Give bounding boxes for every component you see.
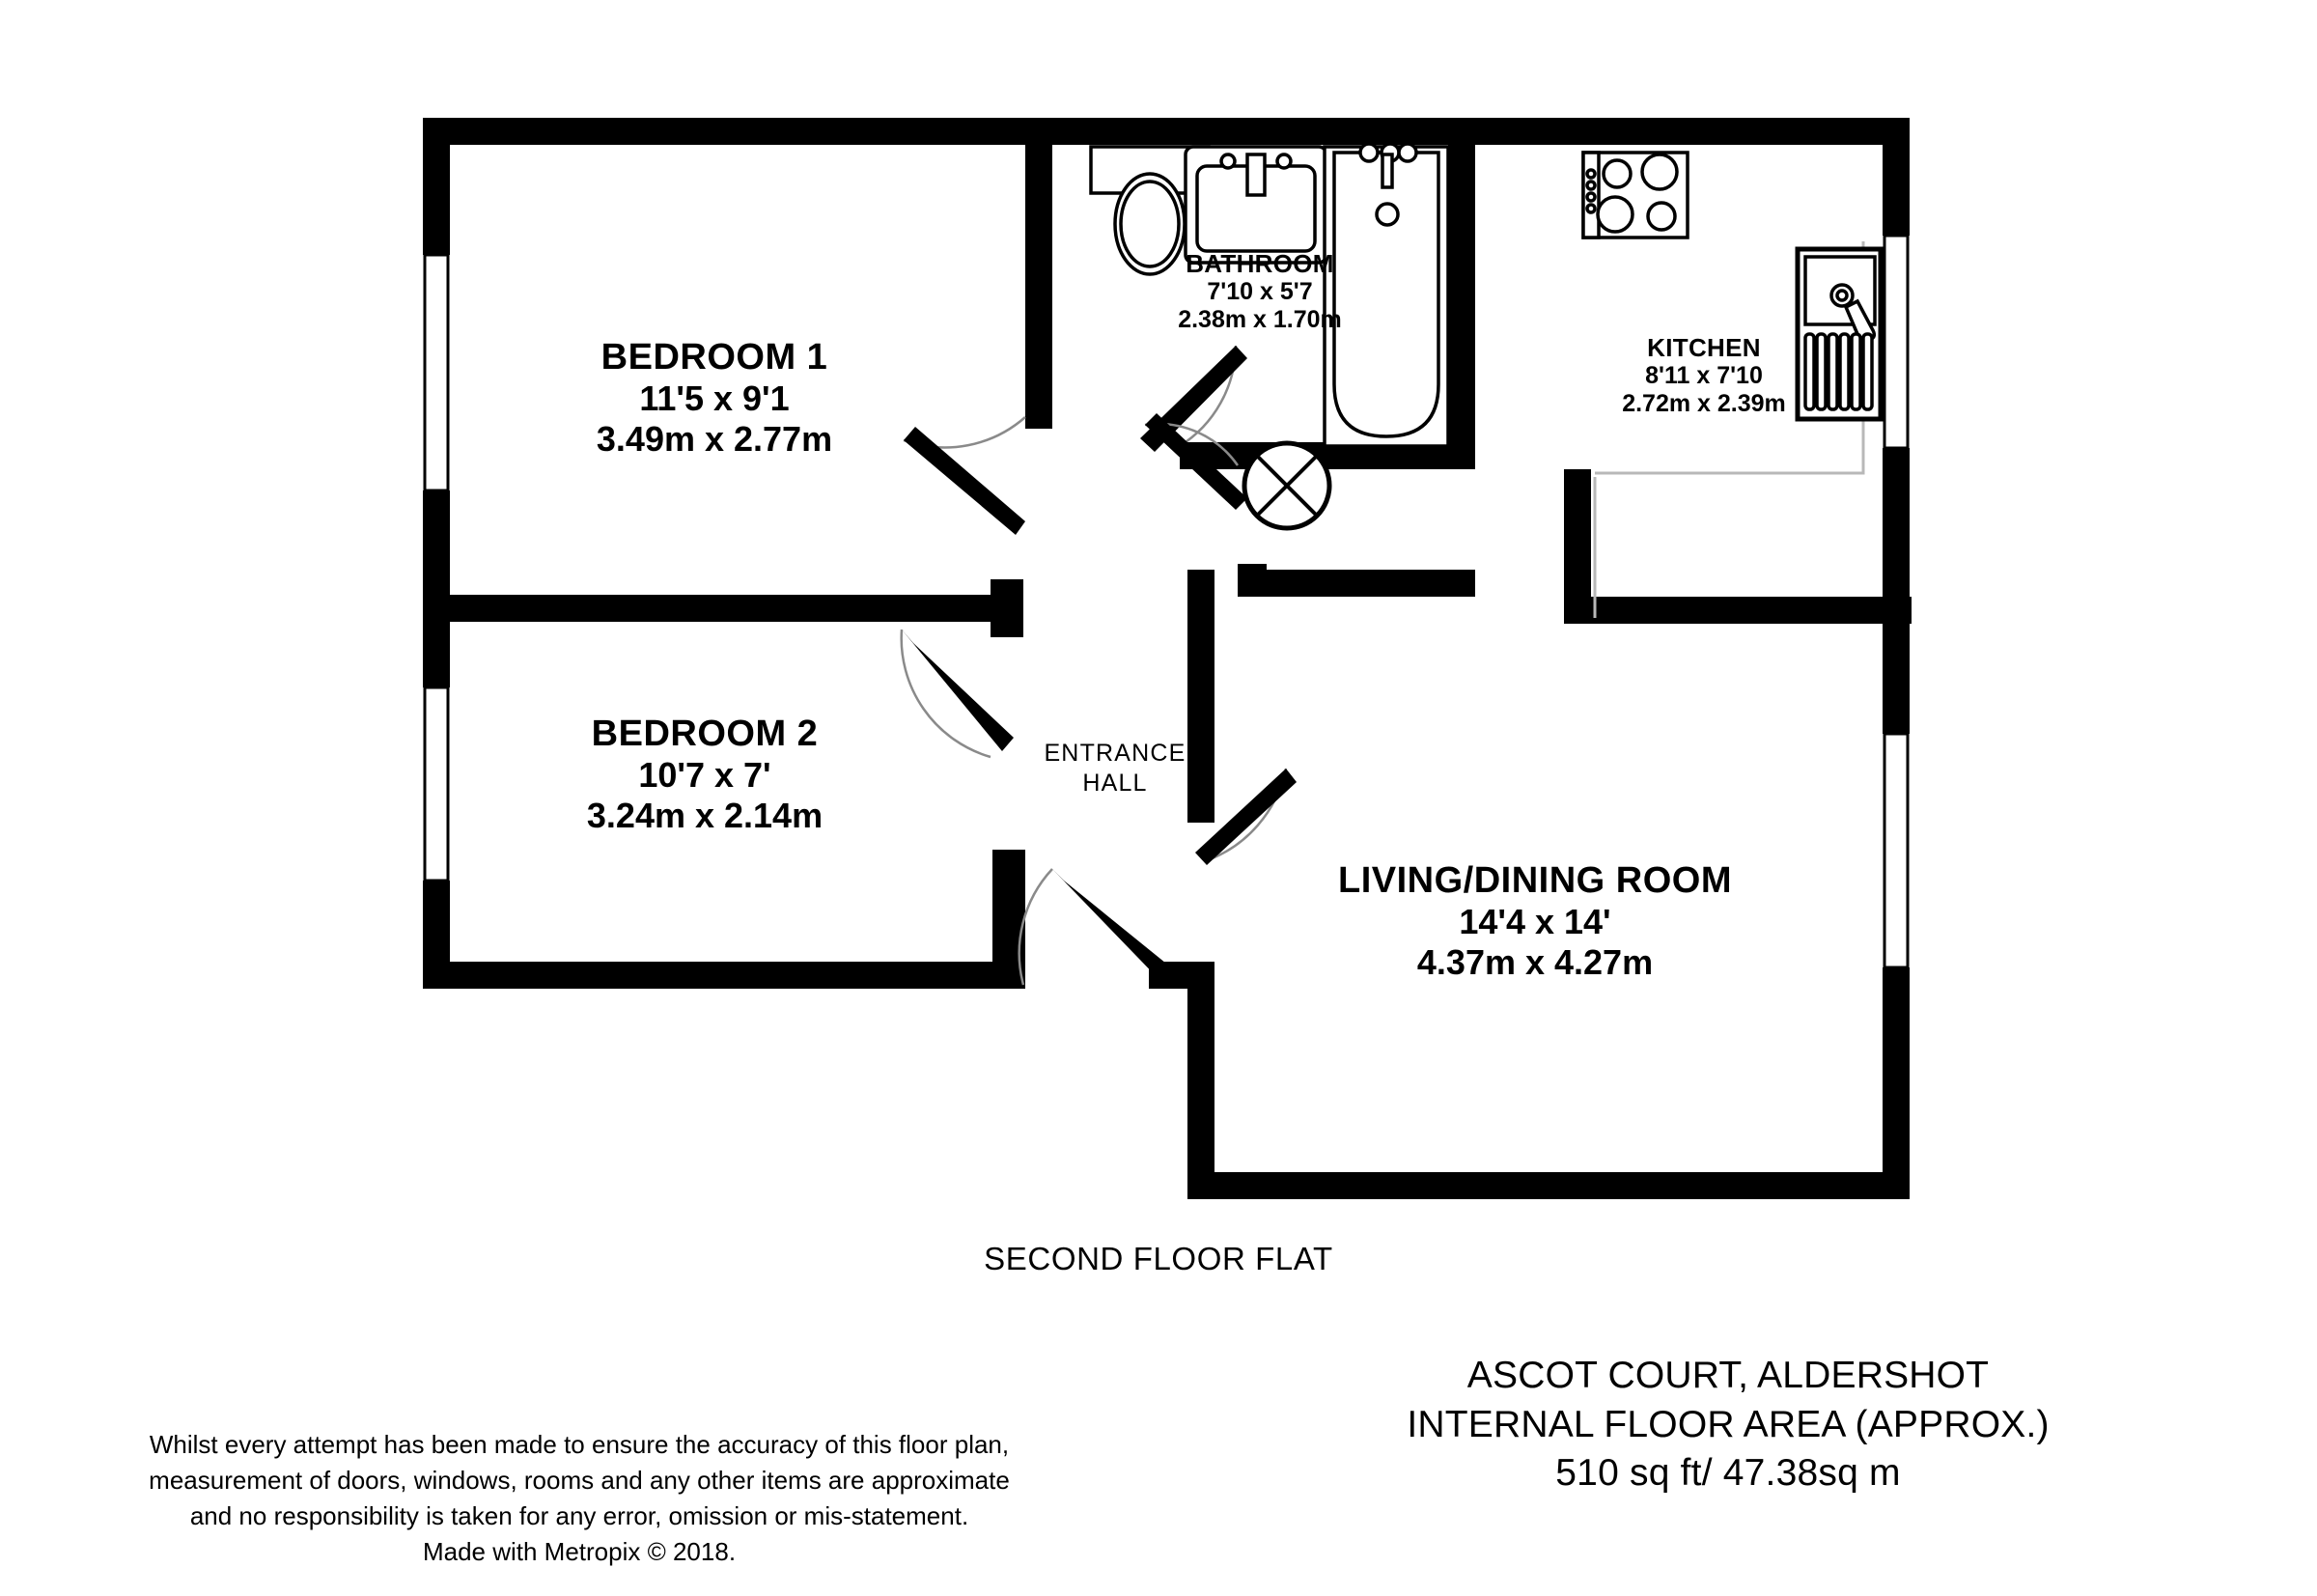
- wall-bottom-left: [423, 962, 1025, 989]
- entrance-hall-name-line1: ENTRANCE: [1044, 740, 1186, 767]
- window-kitchen-right: [1883, 234, 1910, 450]
- wall-bathroom-kitchen: [1448, 118, 1475, 469]
- hall-geometry: [1149, 962, 1199, 989]
- floor-area-value: 510 sq ft/ 47.38sq m: [1555, 1452, 1901, 1495]
- wall-bedroom1-right: [1025, 118, 1052, 429]
- windows: [423, 234, 1910, 969]
- floor-caption: SECOND FLOOR FLAT: [984, 1241, 1333, 1276]
- wall-cupboard-left: [1238, 564, 1267, 597]
- drainer-grooves: [1803, 332, 1874, 411]
- bedroom-1-dim-imperial: 11'5 x 9'1: [639, 378, 790, 419]
- wall-left-seg-2: [423, 490, 450, 687]
- wall-hall-stub-left: [1149, 962, 1199, 989]
- doors: [900, 345, 1297, 986]
- room-label-bathroom: BATHROOM 7'10 x 5'7 2.38m x 1.70m: [1101, 249, 1419, 334]
- title-block: ASCOT COURT, ALDERSHOT INTERNAL FLOOR AR…: [1245, 1352, 2211, 1498]
- door-leaf-cupboard: [1145, 413, 1247, 510]
- exterior-walls: [423, 118, 1910, 1199]
- kitchen-fixtures: [1581, 151, 1884, 618]
- disclaimer-line-2: measurement of doors, windows, rooms and…: [149, 1465, 1010, 1495]
- entrance-hall-name-line2: HALL: [1082, 770, 1148, 798]
- wall-left-seg-1: [423, 118, 450, 255]
- floor-area-label: INTERNAL FLOOR AREA (APPROX.): [1407, 1403, 2050, 1445]
- kitchen-dim-metric: 2.72m x 2.39m: [1622, 390, 1786, 418]
- property-address: ASCOT COURT, ALDERSHOT: [1466, 1355, 1990, 1396]
- living-dining-dim-imperial: 14'4 x 14': [1459, 902, 1611, 942]
- wall-right-seg-2: [1883, 448, 1910, 734]
- room-label-bedroom-2: BEDROOM 2 10'7 x 7' 3.24m x 2.14m: [434, 713, 975, 836]
- room-label-entrance-hall: ENTRANCE HALL: [985, 739, 1245, 799]
- wall-cupboard-bottom: [1238, 570, 1475, 597]
- window-living-right: [1883, 732, 1910, 969]
- bathtub-icon: [1323, 142, 1450, 448]
- interior-walls: [423, 118, 1912, 989]
- bedroom-2-dim-imperial: 10'7 x 7': [638, 755, 771, 796]
- wall-bedroom-divider: [423, 595, 991, 622]
- window-bedroom-2-left: [423, 686, 450, 882]
- disclaimer-line-3: and no responsibility is taken for any e…: [189, 1500, 969, 1530]
- bedroom-2-dim-metric: 3.24m x 2.14m: [586, 795, 824, 835]
- door-leaf-entrance: [1052, 869, 1176, 985]
- living-dining-name: LIVING/DINING ROOM: [1338, 860, 1732, 901]
- door-bedroom-2: [900, 629, 1014, 759]
- wall-top: [423, 118, 1910, 145]
- wall-right-seg-1: [1883, 118, 1910, 236]
- door-entrance-hall: [1018, 868, 1176, 986]
- living-dining-dim-metric: 4.37m x 4.27m: [1416, 941, 1654, 982]
- door-leaf-bedroom-1: [904, 427, 1025, 535]
- bathroom-fixtures: [1089, 142, 1450, 448]
- disclaimer-credit: Made with Metropix © 2018.: [422, 1536, 737, 1566]
- kitchen-name: KITCHEN: [1647, 333, 1761, 362]
- cooker-hob-icon: [1581, 151, 1689, 239]
- disclaimer-line-1: Whilst every attempt has been made to en…: [149, 1430, 1010, 1459]
- wall-bedroom2-right-upper: [991, 579, 1023, 637]
- door-leaf-living: [1195, 769, 1297, 865]
- wall-right-seg-3: [1883, 967, 1910, 1199]
- door-bedroom-1: [903, 416, 1026, 535]
- cylinder-cross-icon: [1242, 440, 1332, 531]
- bathroom-name: BATHROOM: [1186, 249, 1334, 278]
- bedroom-1-name: BEDROOM 1: [600, 337, 828, 378]
- kitchen-dim-imperial: 8'11 x 7'10: [1645, 362, 1763, 390]
- room-label-bedroom-1: BEDROOM 1 11'5 x 9'1 3.49m x 2.77m: [444, 336, 985, 460]
- wall-living-left: [1187, 962, 1214, 1199]
- disclaimer-text: Whilst every attempt has been made to en…: [58, 1427, 1101, 1570]
- bedroom-1-dim-metric: 3.49m x 2.77m: [596, 418, 833, 459]
- bathroom-dim-metric: 2.38m x 1.70m: [1178, 306, 1342, 334]
- door-leaf-bedroom-2: [902, 630, 1014, 751]
- window-bedroom-1-left: [423, 253, 450, 492]
- wall-bottom-right: [1187, 1172, 1910, 1199]
- door-bathroom: [1140, 345, 1247, 452]
- door-living-room: [1195, 768, 1297, 865]
- bedroom-2-name: BEDROOM 2: [591, 714, 819, 754]
- sink-icon: [1184, 145, 1328, 265]
- door-cupboard: [1144, 413, 1247, 510]
- bathroom-dim-imperial: 7'10 x 5'7: [1207, 278, 1313, 306]
- room-label-kitchen: KITCHEN 8'11 x 7'10 2.72m x 2.39m: [1545, 333, 1863, 418]
- wall-hall-living: [1187, 570, 1214, 823]
- room-label-living-dining-room: LIVING/DINING ROOM 14'4 x 14' 4.37m x 4.…: [1265, 859, 1805, 983]
- wall-kitchen-bottom: [1564, 597, 1912, 624]
- kitchen-sink-icon: [1795, 246, 1884, 422]
